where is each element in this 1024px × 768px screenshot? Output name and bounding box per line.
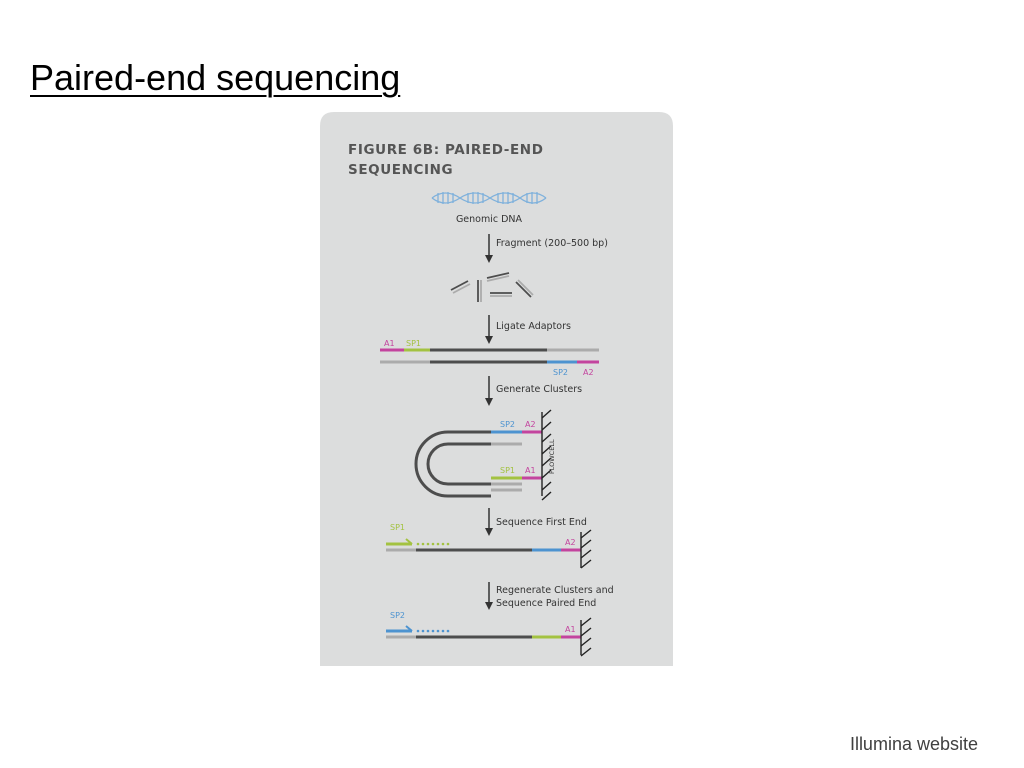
slide-title: Paired-end sequencing <box>30 57 401 98</box>
fragment-arrow-icon <box>485 234 493 263</box>
step-generate-label: Generate Clusters <box>496 384 582 395</box>
genomic-dna-label: Genomic DNA <box>456 214 523 225</box>
flowcell-wall <box>541 409 552 501</box>
figure-panel: FIGURE 6B: PAIRED-END SEQUENCING <box>320 112 673 666</box>
read2-flowcell-wall <box>580 617 592 657</box>
ligate-a2-label: A2 <box>583 368 594 377</box>
step-ligate-label: Ligate Adaptors <box>496 321 571 332</box>
regenerate-arrow-icon <box>485 582 493 610</box>
step-fragment-label: Fragment (200–500 bp) <box>496 238 608 249</box>
step-regenerate-label-1: Regenerate Clusters and <box>496 585 614 596</box>
step-regenerate-label-2: Sequence Paired End <box>496 598 596 609</box>
paired-end-diagram: FIGURE 6B: PAIRED-END SEQUENCING <box>320 112 673 666</box>
ligate-arrow-icon <box>485 315 493 344</box>
sequence-first-arrow-icon <box>485 508 493 536</box>
figure-title-line-1: FIGURE 6B: PAIRED-END <box>348 142 544 158</box>
cluster-sp1-label: SP1 <box>500 466 515 475</box>
cluster-a1-label: A1 <box>525 466 536 475</box>
read2-a1-label: A1 <box>565 625 576 634</box>
panel-background <box>320 112 673 666</box>
read2-progress-dots <box>416 629 450 633</box>
read2-strand <box>386 625 581 639</box>
read1-progress-dots <box>416 542 450 546</box>
flowcell-label: FLOWCELL <box>548 439 556 474</box>
ligate-sp1-label: SP1 <box>406 339 421 348</box>
bridge-cluster <box>414 430 542 498</box>
read1-flowcell-wall <box>580 529 592 569</box>
ligate-sp2-label: SP2 <box>553 368 568 377</box>
step-sequence-first-label: Sequence First End <box>496 517 587 528</box>
read1-sp1-label: SP1 <box>390 523 405 532</box>
read1-a2-label: A2 <box>565 538 576 547</box>
figure-title-line-2: SEQUENCING <box>348 162 453 178</box>
ligated-fragment <box>380 348 599 364</box>
dna-fragments <box>450 272 534 302</box>
read2-sp2-label: SP2 <box>390 611 405 620</box>
cluster-a2-label: A2 <box>525 420 536 429</box>
cluster-sp2-label: SP2 <box>500 420 515 429</box>
ligate-a1-label: A1 <box>384 339 395 348</box>
source-caption: Illumina website <box>849 734 978 754</box>
dna-helix-icon <box>431 192 547 204</box>
read1-strand <box>386 538 581 552</box>
generate-arrow-icon <box>485 376 493 406</box>
